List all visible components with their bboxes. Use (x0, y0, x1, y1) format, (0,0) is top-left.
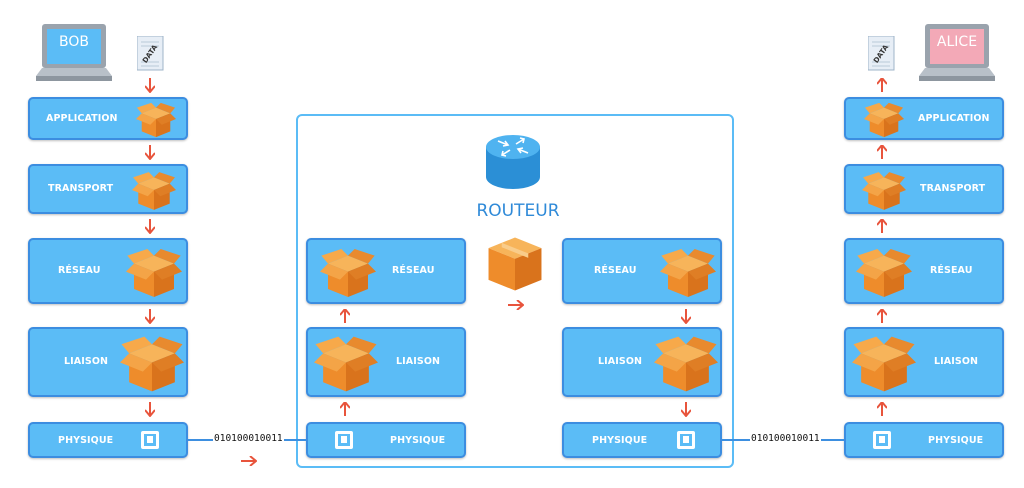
layer-label: PHYSIQUE (928, 435, 984, 446)
layer-label: APPLICATION (918, 113, 990, 124)
router-out-layer-physique: PHYSIQUE (562, 422, 722, 458)
package-icon (126, 249, 182, 297)
package-icon (654, 336, 718, 392)
package-icon (862, 172, 906, 210)
host-name-bob: BOB (59, 34, 89, 50)
left-layer-transport: TRANSPORT (28, 164, 188, 214)
bitstream-left: 010100010011 (213, 433, 284, 444)
arrow-up-icon (340, 402, 350, 417)
left-layer-application: APPLICATION (28, 97, 188, 140)
ethernet-port-icon (141, 431, 159, 449)
closed-package-icon (488, 237, 542, 291)
left-layer-liaison: LIAISON (28, 327, 188, 397)
layer-label: LIAISON (598, 356, 643, 367)
layer-label: TRANSPORT (920, 183, 986, 194)
router-label: ROUTEUR (476, 201, 560, 221)
layer-label: PHYSIQUE (592, 435, 648, 446)
package-icon (856, 249, 912, 297)
router-frame (296, 114, 734, 468)
arrow-up-icon (877, 78, 887, 93)
bitstream-right: 010100010011 (750, 433, 821, 444)
layer-label: PHYSIQUE (390, 435, 446, 446)
laptop-icon (36, 24, 112, 81)
arrow-down-icon (145, 402, 155, 417)
router-in-layer-reseau: RÉSEAU (306, 238, 466, 304)
arrow-right-icon (508, 300, 524, 310)
arrow-down-icon (145, 145, 155, 160)
layer-label: LIAISON (396, 356, 441, 367)
router-in-layer-physique: PHYSIQUE (306, 422, 466, 458)
arrow-up-icon (877, 402, 887, 417)
right-layer-application: APPLICATION (844, 97, 1004, 140)
router-out-layer-liaison: LIAISON (562, 327, 722, 397)
ethernet-port-icon (335, 431, 353, 449)
arrow-down-icon (145, 219, 155, 234)
package-icon (320, 249, 376, 297)
left-layer-reseau: RÉSEAU (28, 238, 188, 304)
package-icon (314, 336, 378, 392)
layer-label: RÉSEAU (58, 265, 101, 276)
package-icon (852, 336, 916, 392)
package-icon (660, 249, 716, 297)
router-in-layer-liaison: LIAISON (306, 327, 466, 397)
layer-label: RÉSEAU (930, 265, 973, 276)
layer-label: LIAISON (934, 356, 979, 367)
layer-label: RÉSEAU (594, 265, 637, 276)
package-icon (120, 336, 184, 392)
alice-laptop: ALICE (919, 24, 995, 86)
arrow-up-icon (877, 145, 887, 160)
arrow-up-icon (877, 309, 887, 324)
layer-label: TRANSPORT (48, 183, 114, 194)
right-layer-transport: TRANSPORT (844, 164, 1004, 214)
ethernet-port-icon (677, 431, 695, 449)
right-layer-physique: PHYSIQUE (844, 422, 1004, 458)
right-layer-reseau: RÉSEAU (844, 238, 1004, 304)
arrow-down-icon (145, 78, 155, 93)
arrow-down-icon (681, 309, 691, 324)
arrow-right-icon (241, 456, 257, 466)
data-document-right: DATA (867, 35, 898, 74)
arrow-down-icon (681, 402, 691, 417)
layer-label: APPLICATION (46, 113, 118, 124)
router-icon (486, 135, 540, 189)
layer-label: RÉSEAU (392, 265, 435, 276)
package-icon (136, 102, 176, 138)
package-icon (132, 172, 176, 210)
host-name-alice: ALICE (936, 34, 978, 50)
package-icon (864, 102, 904, 138)
arrow-down-icon (145, 309, 155, 324)
laptop-icon (919, 24, 995, 81)
right-layer-liaison: LIAISON (844, 327, 1004, 397)
left-layer-physique: PHYSIQUE (28, 422, 188, 458)
arrow-up-icon (340, 309, 350, 324)
layer-label: LIAISON (64, 356, 109, 367)
bob-laptop: BOB (36, 24, 112, 86)
data-document-left: DATA (136, 35, 167, 74)
ethernet-port-icon (873, 431, 891, 449)
layer-label: PHYSIQUE (58, 435, 114, 446)
router-out-layer-reseau: RÉSEAU (562, 238, 722, 304)
arrow-up-icon (877, 219, 887, 234)
